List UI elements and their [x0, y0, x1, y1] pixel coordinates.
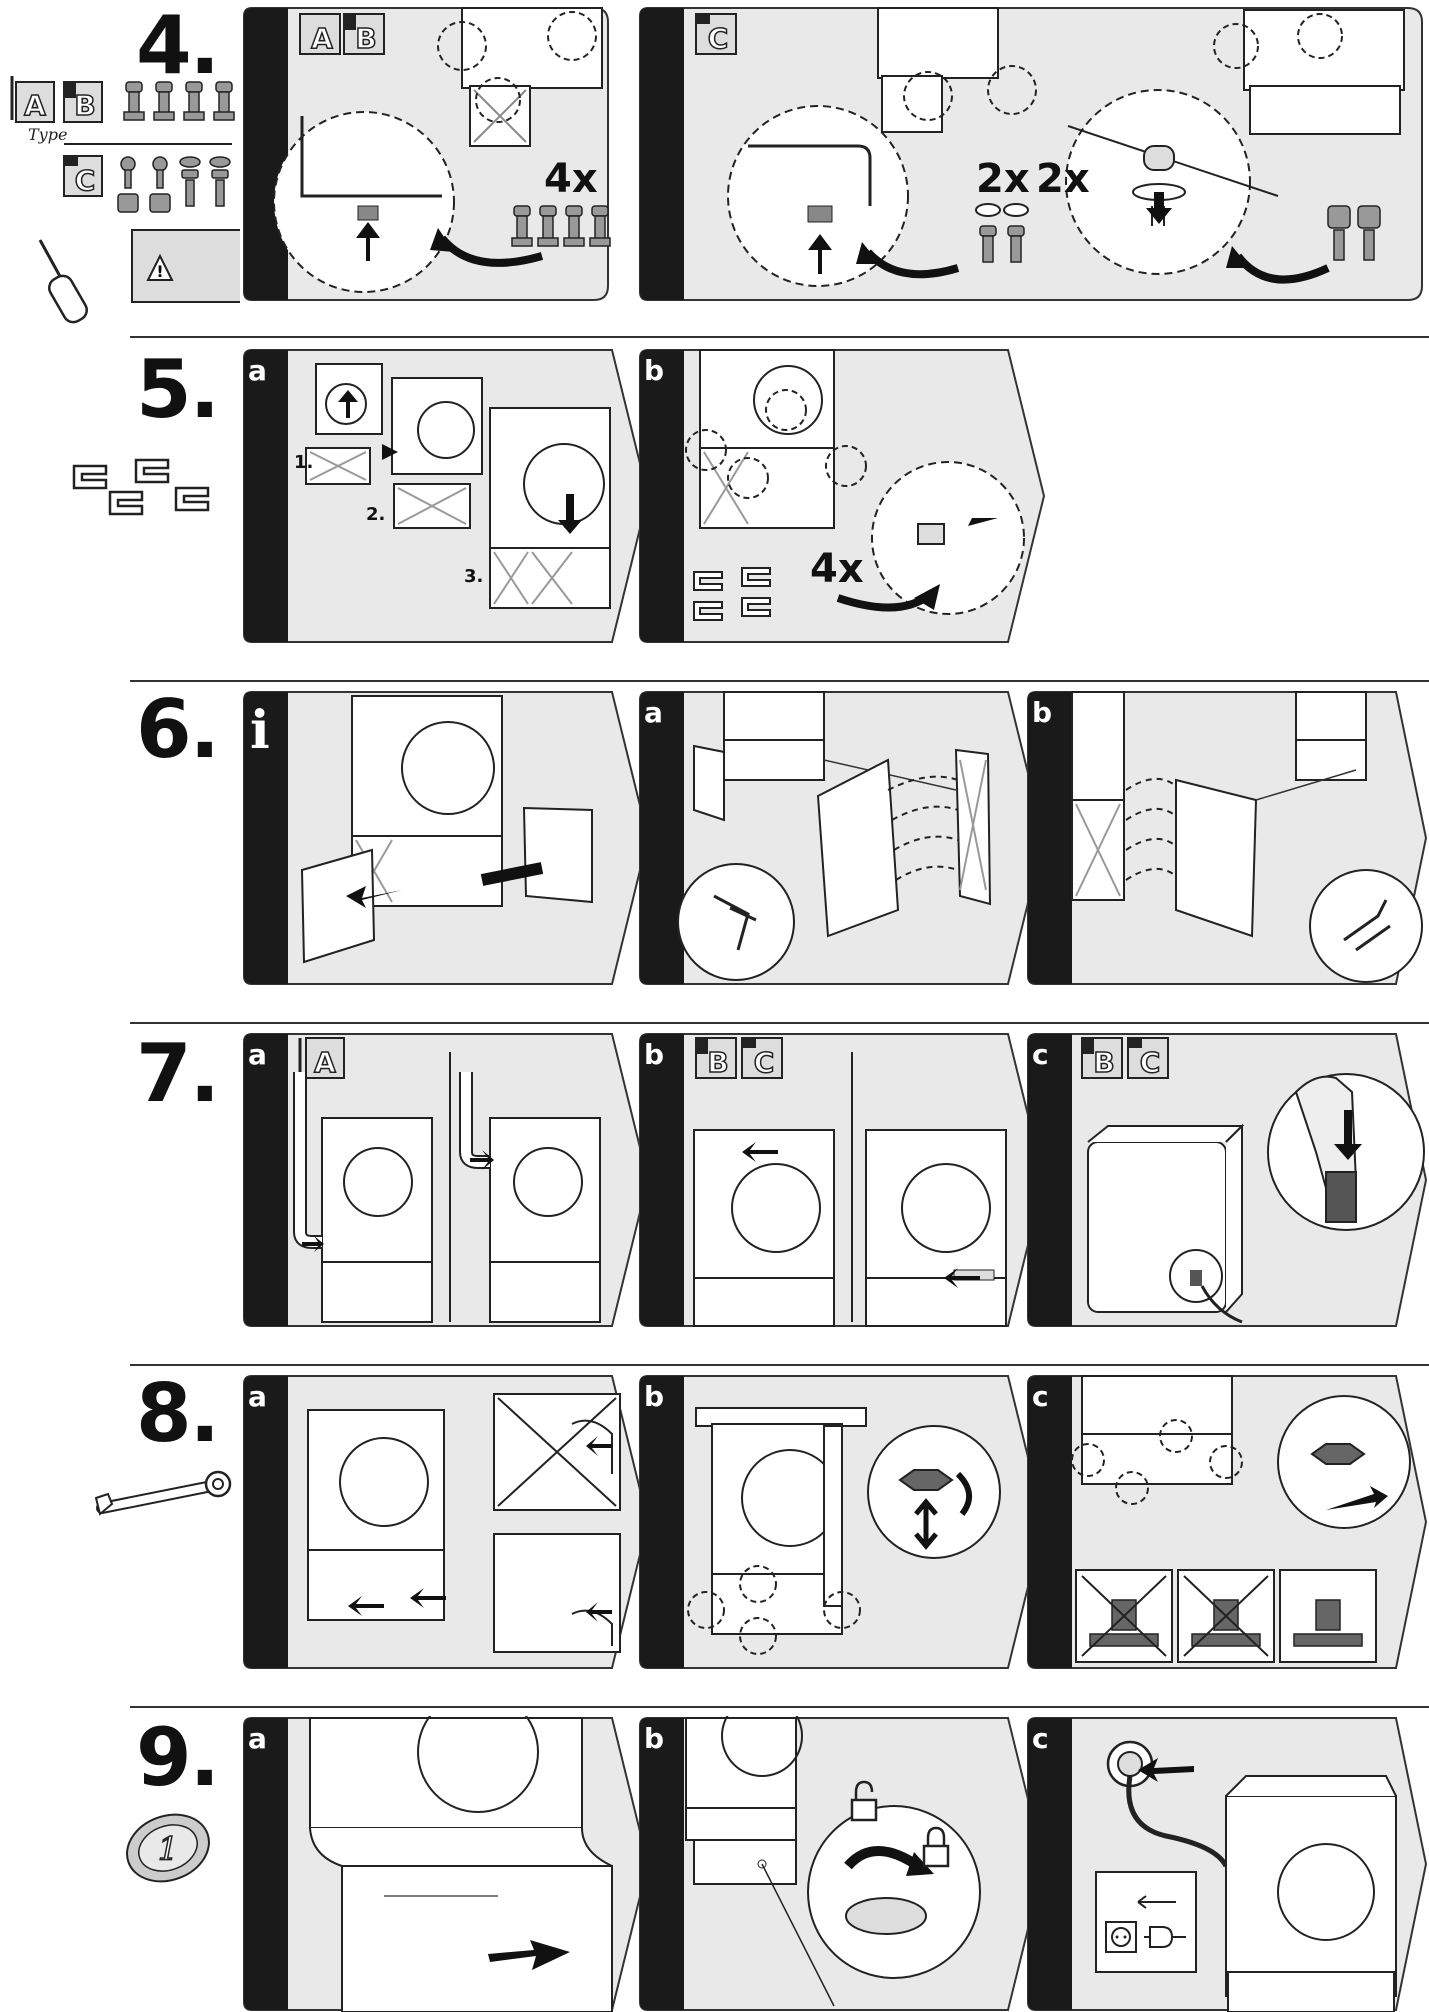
step-9-a-illustration — [309, 1716, 613, 2012]
step-6-panel-info: i — [242, 690, 652, 986]
type-badge-a-letter: A — [24, 89, 46, 122]
separator-line — [130, 1706, 1429, 1708]
step-8-label-b: b — [644, 1380, 665, 1413]
screwdriver-icon — [38, 239, 88, 324]
step-4-panel-type-c: C 2x 2x — [638, 6, 1429, 302]
step-9-number: 9. — [136, 1711, 220, 1804]
step-7-label-a: a — [248, 1038, 267, 1071]
step-4-parts-legend: A B Type C ! — [10, 76, 240, 324]
step-9-panel-b: b — [638, 1716, 1048, 2012]
separator-line — [130, 1022, 1429, 1024]
step-5-label-b: b — [644, 354, 665, 387]
screw-set-icon — [123, 81, 235, 121]
step-7-panel-c: c B C — [1026, 1032, 1429, 1328]
type-badge-b-letter: B — [74, 89, 95, 122]
svg-text:A: A — [311, 22, 333, 55]
step-5-number: 5. — [136, 343, 220, 436]
step-6-label-a: a — [644, 696, 663, 729]
padlock-closed-icon — [922, 1826, 950, 1868]
step-8-a-illustration — [307, 1393, 621, 1653]
step-6-b-illustration — [1071, 691, 1423, 983]
step-5-label-a: a — [248, 354, 267, 387]
coin-icon: 1 — [126, 1813, 210, 1883]
type-badge-c-icon — [63, 155, 103, 197]
step-5-count: 4x — [810, 546, 864, 592]
step-4-count-a: 4x — [544, 156, 598, 202]
separator-line — [130, 1364, 1429, 1366]
separator-line — [130, 680, 1429, 682]
svg-text:B: B — [707, 1046, 728, 1079]
step-6-a-illustration — [677, 691, 992, 981]
step-9-label-a: a — [248, 1722, 267, 1755]
step-8-panel-a: a — [242, 1374, 652, 1670]
step-6-info-illustration — [300, 695, 593, 964]
step-6-panel-b: b — [1026, 690, 1429, 986]
step-8-label-c: c — [1032, 1380, 1049, 1413]
step-6-label-b: b — [1032, 696, 1053, 729]
step-7-c-illustration: B C — [1081, 1037, 1425, 1324]
step-5-sub-2: 2. — [366, 504, 386, 525]
step-8-panel-c: c — [1026, 1374, 1429, 1670]
svg-text:C: C — [708, 22, 729, 55]
step-9-c-illustration — [1095, 1740, 1397, 2012]
svg-text:!: ! — [156, 262, 163, 281]
step-4-c-illustration: C — [695, 7, 1405, 287]
step-6-panel-a: a — [638, 690, 1048, 986]
svg-text:A: A — [314, 1046, 336, 1079]
step-7-number: 7. — [136, 1027, 220, 1120]
step-9-label-b: b — [644, 1722, 665, 1755]
step-9-panel-c: c — [1026, 1716, 1429, 2012]
step-5-panel-b: b 4x — [638, 348, 1048, 644]
step-5-a-illustration — [305, 363, 611, 609]
step-7-panel-a: a A — [242, 1032, 652, 1328]
step-8-number: 8. — [136, 1367, 220, 1460]
step-4-number: 4. — [136, 0, 220, 92]
step-7-label-c: c — [1032, 1038, 1049, 1071]
separator-line — [130, 336, 1429, 338]
step-4-count-c: 2x — [1036, 156, 1090, 202]
svg-text:B: B — [355, 22, 376, 55]
step-5-sub-1: 1. — [294, 452, 314, 473]
step-5-panel-a: a 1. 2. 3. — [242, 348, 652, 644]
step-4-count-b: 2x — [976, 156, 1030, 202]
step-9-b-illustration — [685, 1716, 981, 2007]
screw-set-c-icon — [117, 156, 231, 213]
step-5-sub-3: 3. — [464, 566, 484, 587]
step-8-b-illustration — [687, 1407, 1001, 1655]
socket-icon — [1095, 1871, 1197, 1973]
brackets-icon — [72, 458, 210, 516]
svg-text:B: B — [1093, 1046, 1114, 1079]
svg-text:1: 1 — [158, 1830, 178, 1868]
warning-box-icon: ! — [131, 229, 240, 303]
step-7-label-b: b — [644, 1038, 665, 1071]
step-4-ab-illustration: A B — [273, 7, 611, 293]
step-6-number: 6. — [136, 683, 220, 776]
step-9-panel-a: a — [242, 1716, 652, 2012]
svg-text:C: C — [754, 1046, 775, 1079]
step-7-a-illustration: A — [293, 1037, 601, 1323]
step-6-info-label: i — [250, 700, 270, 761]
type-caption: Type — [28, 125, 67, 144]
wrench-icon — [94, 1470, 232, 1516]
type-badge-b-icon — [63, 81, 103, 123]
step-4-panel-type-ab: A B 4x — [242, 6, 612, 302]
step-9-label-c: c — [1032, 1722, 1049, 1755]
step-5-b-illustration — [685, 349, 1025, 621]
svg-text:C: C — [1140, 1046, 1161, 1079]
step-7-b-illustration: B C — [693, 1037, 1007, 1327]
step-8-panel-b: b — [638, 1374, 1048, 1670]
type-badge-a-icon — [10, 76, 55, 123]
padlock-icon — [850, 1780, 878, 1822]
type-badge-c-letter: C — [75, 164, 96, 197]
step-8-c-illustration — [1071, 1375, 1411, 1663]
step-7-panel-b: b B C — [638, 1032, 1048, 1328]
step-8-label-a: a — [248, 1380, 267, 1413]
